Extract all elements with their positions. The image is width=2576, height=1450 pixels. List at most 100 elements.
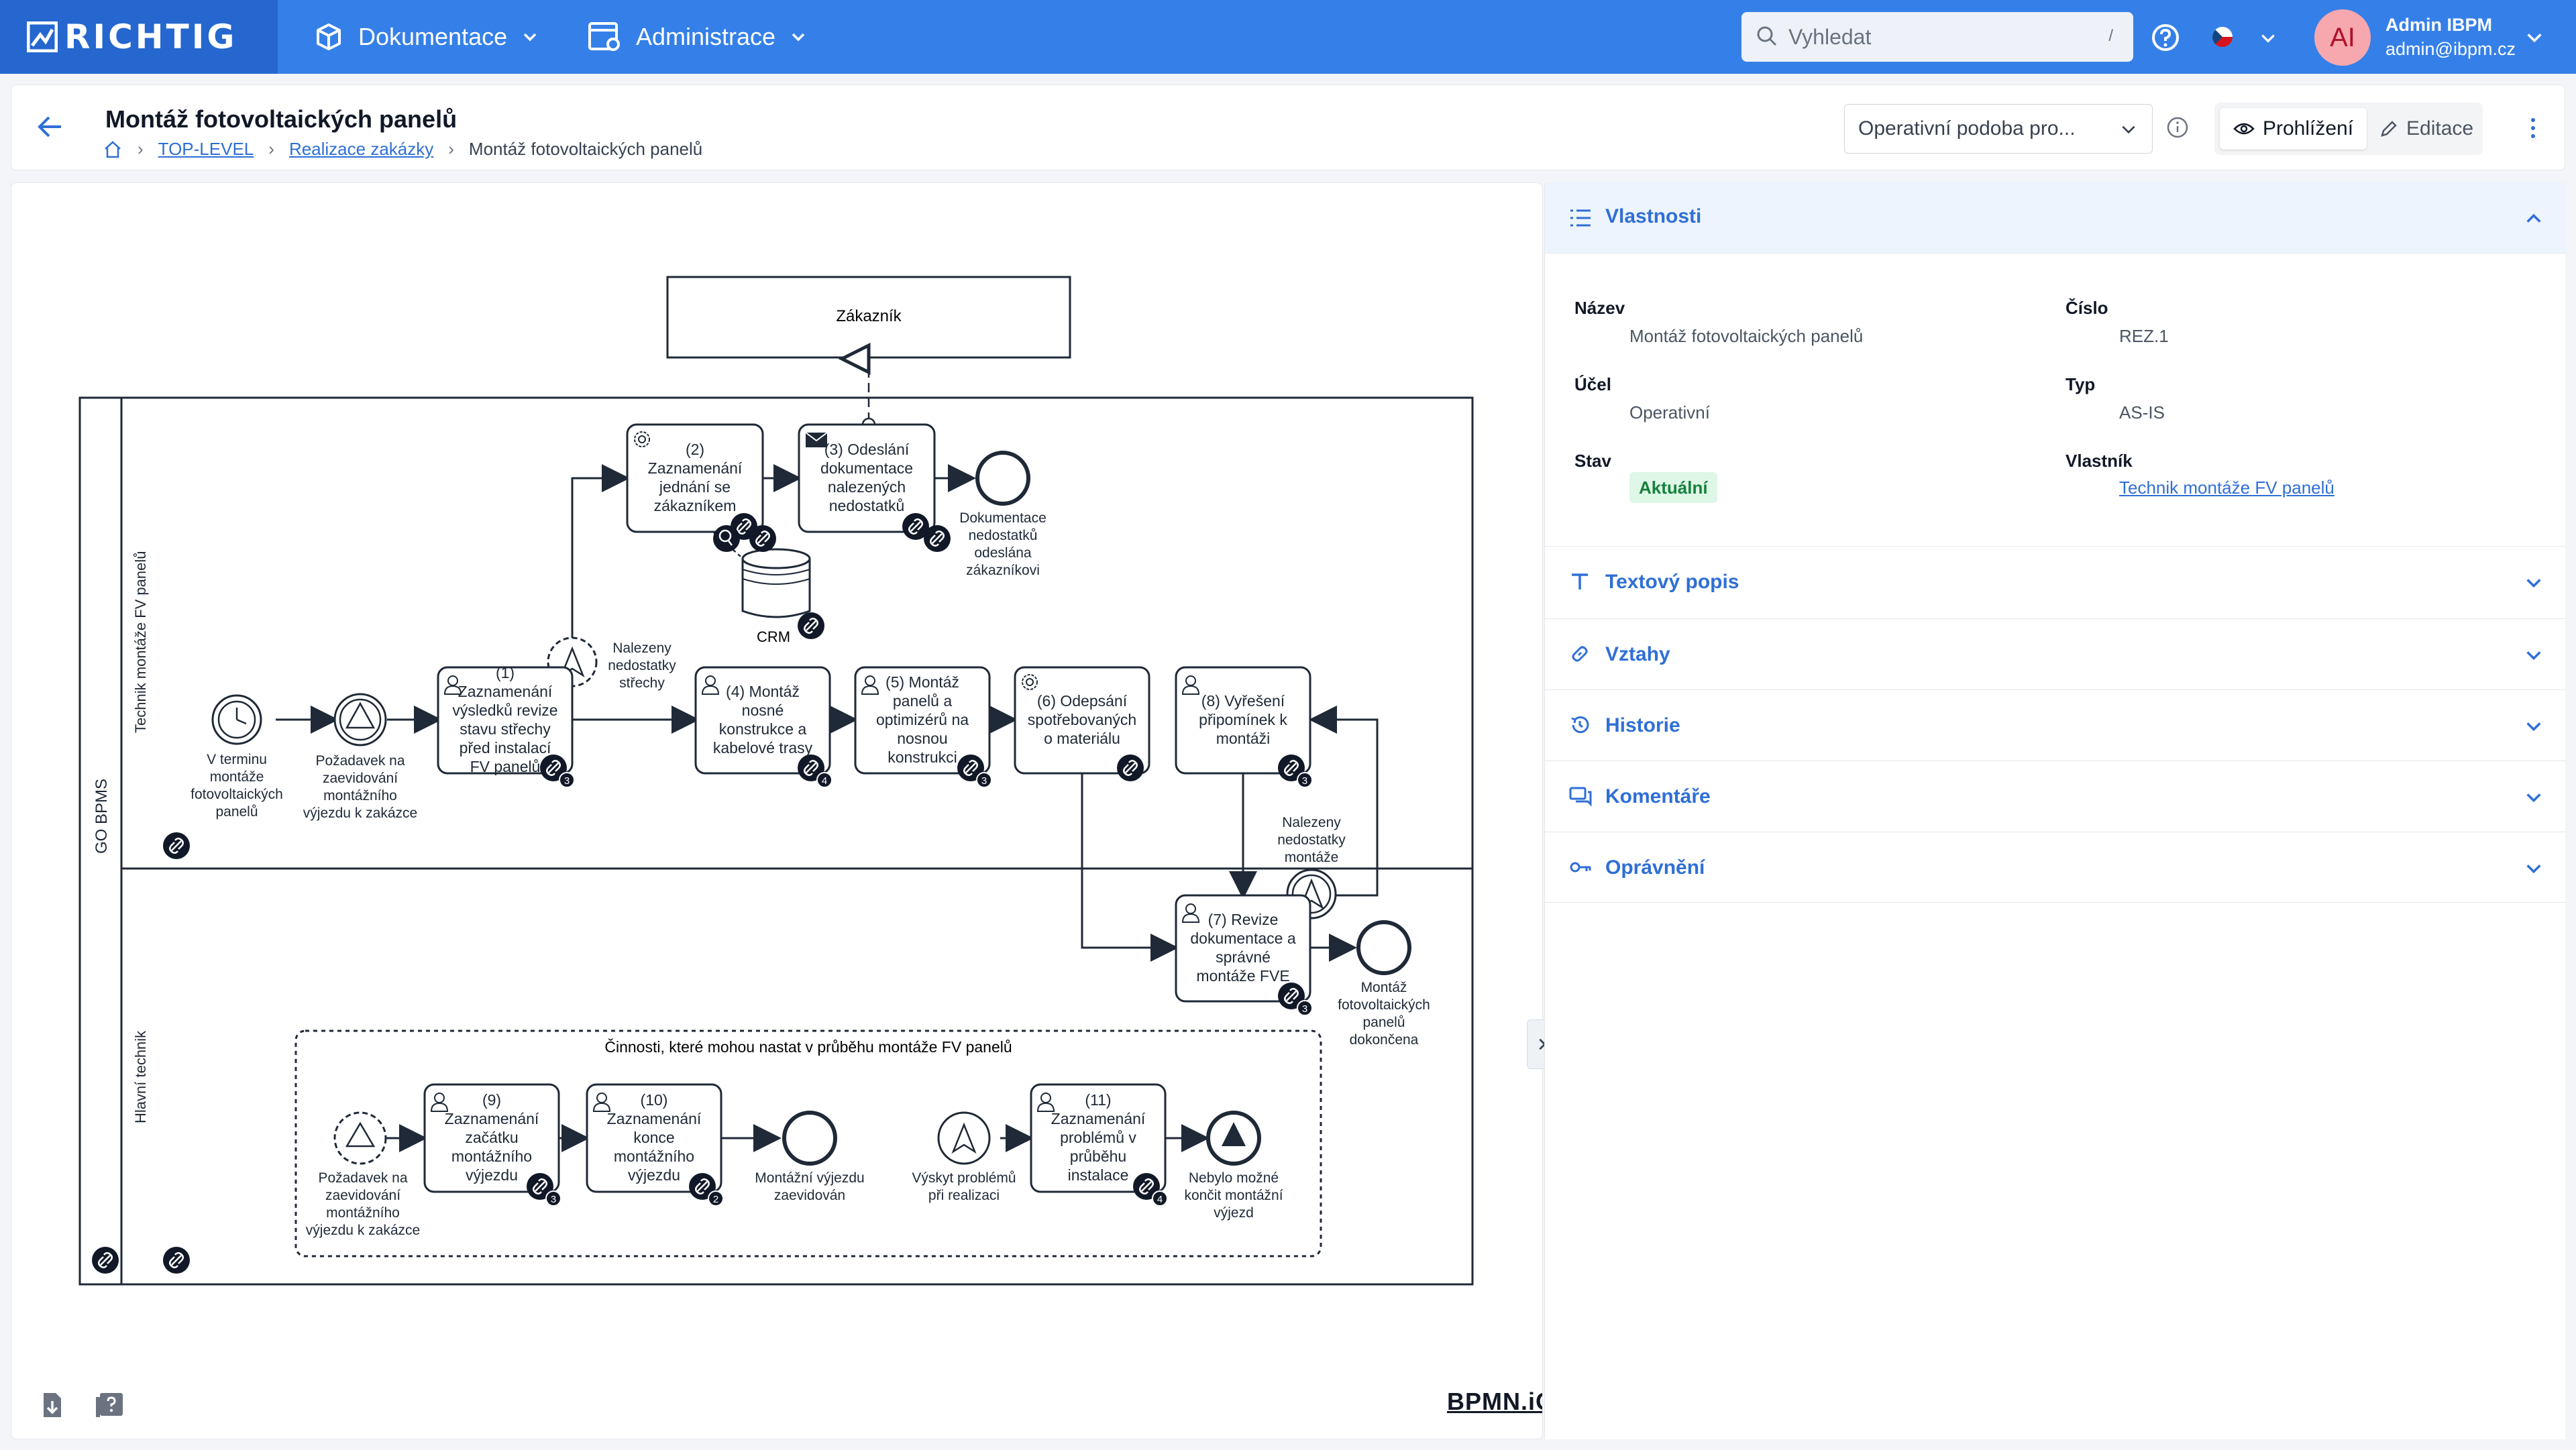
- task-label-line: Zaznamenání: [458, 683, 553, 700]
- bpmn-task[interactable]: [586, 1083, 722, 1193]
- task-link-icon[interactable]: [1278, 755, 1305, 781]
- bpmn-task[interactable]: [423, 1083, 560, 1193]
- info-icon[interactable]: [2166, 116, 2189, 139]
- event-end-trip-recorded[interactable]: [782, 1111, 837, 1166]
- task-link-icon[interactable]: [1117, 755, 1144, 781]
- breadcrumb-current: Montáž fotovoltaických panelů: [468, 139, 703, 159]
- breadcrumb-realizace-zakazky[interactable]: Realizace zakázky: [288, 139, 434, 159]
- help-icon[interactable]: [2151, 23, 2180, 52]
- event-label-line: výjezd: [1214, 1205, 1254, 1221]
- chevron-down-icon: [2526, 651, 2541, 661]
- element-link-icon[interactable]: [749, 525, 776, 552]
- activity-group[interactable]: [294, 1029, 1322, 1258]
- bpmn-task[interactable]: [1175, 894, 1311, 1003]
- more-options-icon[interactable]: [2528, 116, 2538, 140]
- bpmn-task[interactable]: [1014, 666, 1150, 775]
- event-label-line: odeslána: [974, 545, 1032, 561]
- event-label-line: nedostatků: [969, 528, 1038, 543]
- bpmn-task[interactable]: [1175, 666, 1311, 775]
- keyboard-help-icon[interactable]: [95, 1392, 124, 1418]
- view-mode-button[interactable]: Prohlížení: [2220, 108, 2367, 150]
- user-menu-chevron-down-icon[interactable]: [2525, 28, 2544, 47]
- search-input[interactable]: [1788, 24, 2070, 50]
- bpmn-task[interactable]: [626, 423, 764, 533]
- task-label-line: stavu střechy: [460, 720, 551, 738]
- admin-window-icon: [588, 22, 620, 51]
- section-vztahy[interactable]: Vztahy: [1545, 618, 2566, 689]
- bpmn-io-watermark[interactable]: BPMN.iO: [1447, 1388, 1542, 1415]
- data-store-crm[interactable]: [741, 548, 811, 618]
- task-label-line: nedostatků: [829, 497, 905, 514]
- element-link-icon[interactable]: [163, 832, 190, 859]
- czech-flag-icon[interactable]: [2212, 27, 2233, 47]
- section-komentare[interactable]: Komentáře: [1545, 761, 2566, 832]
- language-chevron-down-icon[interactable]: [2259, 30, 2277, 47]
- task-label-line: (5) Montáž: [885, 673, 959, 691]
- event-label-line: zaevidování: [325, 1188, 400, 1203]
- event-end-doc-sent[interactable]: [975, 451, 1030, 506]
- event-start-signal-group[interactable]: [333, 1111, 387, 1165]
- nav-dokumentace[interactable]: Dokumentace: [314, 0, 538, 74]
- element-link-icon[interactable]: [163, 1247, 190, 1274]
- task-label-line: nosnou: [897, 730, 947, 747]
- task-link-icon[interactable]: [1133, 1173, 1160, 1200]
- task-link-icon[interactable]: [527, 1173, 553, 1200]
- breadcrumb-top-level[interactable]: TOP-LEVEL: [158, 139, 254, 159]
- task-link-count-bg: [976, 772, 992, 788]
- comment-icon[interactable]: [713, 525, 740, 552]
- edit-mode-button[interactable]: Editace: [2366, 108, 2487, 150]
- chevron-down-icon: [2526, 579, 2541, 588]
- task-label-line: panelů a: [893, 692, 952, 710]
- bpmn-task[interactable]: [694, 666, 831, 775]
- comments-icon: [1569, 787, 1592, 807]
- logo[interactable]: RICHTIG: [0, 0, 278, 74]
- task-link-icon[interactable]: [957, 755, 984, 781]
- prop-owner-link[interactable]: Technik montáže FV panelů: [2119, 478, 2334, 498]
- bpmn-task[interactable]: [437, 666, 574, 775]
- task-link-icon[interactable]: [1278, 983, 1305, 1009]
- task-link-count-bg: [708, 1190, 724, 1207]
- event-end-escalation[interactable]: [1206, 1111, 1261, 1166]
- pencil-icon: [2381, 121, 2397, 137]
- section-historie[interactable]: Historie: [1545, 689, 2566, 761]
- task-link-icon[interactable]: [798, 755, 824, 781]
- prop-name-label: Název: [1574, 298, 1625, 318]
- event-intermediate-signal[interactable]: [333, 693, 387, 746]
- prop-state-label: Stav: [1574, 451, 1611, 471]
- event-label-line: montážního: [326, 1205, 400, 1221]
- bpmn-diagram-canvas[interactable]: GO BPMS Technik montáže FV panelů Hlavní…: [11, 182, 1543, 1439]
- task-label-line: (7) Revize: [1208, 911, 1279, 928]
- chevron-right-icon: ›: [448, 139, 454, 159]
- event-label-line: výjezdu k zakázce: [306, 1223, 420, 1238]
- download-icon[interactable]: [38, 1390, 65, 1420]
- back-arrow-icon[interactable]: [36, 112, 65, 142]
- nav-administrace[interactable]: Administrace: [588, 0, 806, 74]
- task-link-icon[interactable]: [902, 513, 929, 540]
- logo-text: RICHTIG: [64, 17, 237, 56]
- pool[interactable]: [78, 396, 1474, 1286]
- key-icon: [1570, 862, 1591, 873]
- section-textovy-popis[interactable]: Textový popis: [1545, 546, 2566, 617]
- section-opravneni[interactable]: Oprávnění: [1545, 832, 2566, 903]
- event-start-timer[interactable]: [211, 694, 262, 745]
- home-icon[interactable]: [103, 140, 123, 160]
- view-select[interactable]: Operativní podoba pro...: [1844, 104, 2153, 154]
- task-label-line: konstrukci: [888, 748, 957, 766]
- element-link-icon[interactable]: [92, 1247, 119, 1274]
- element-link-icon[interactable]: [798, 612, 824, 639]
- task-link-count: 3: [981, 775, 987, 787]
- bpmn-task[interactable]: [854, 666, 991, 775]
- task-link-icon[interactable]: [689, 1173, 716, 1200]
- task-link-count: 3: [1302, 775, 1307, 787]
- bpmn-task[interactable]: [1030, 1083, 1167, 1193]
- properties-section-header[interactable]: Vlastnosti: [1545, 182, 2566, 254]
- event-end-montage-done[interactable]: [1356, 920, 1411, 975]
- task-link-icon[interactable]: [540, 755, 567, 781]
- task-link-count-bg: [1297, 772, 1313, 788]
- event-start-escalation-group[interactable]: [937, 1111, 991, 1165]
- element-link-icon[interactable]: [924, 525, 951, 552]
- bpmn-task[interactable]: [798, 423, 936, 533]
- eye-icon: [2233, 123, 2255, 135]
- avatar[interactable]: AI: [2314, 9, 2371, 66]
- event-label-line: Výskyt problémů: [912, 1170, 1016, 1186]
